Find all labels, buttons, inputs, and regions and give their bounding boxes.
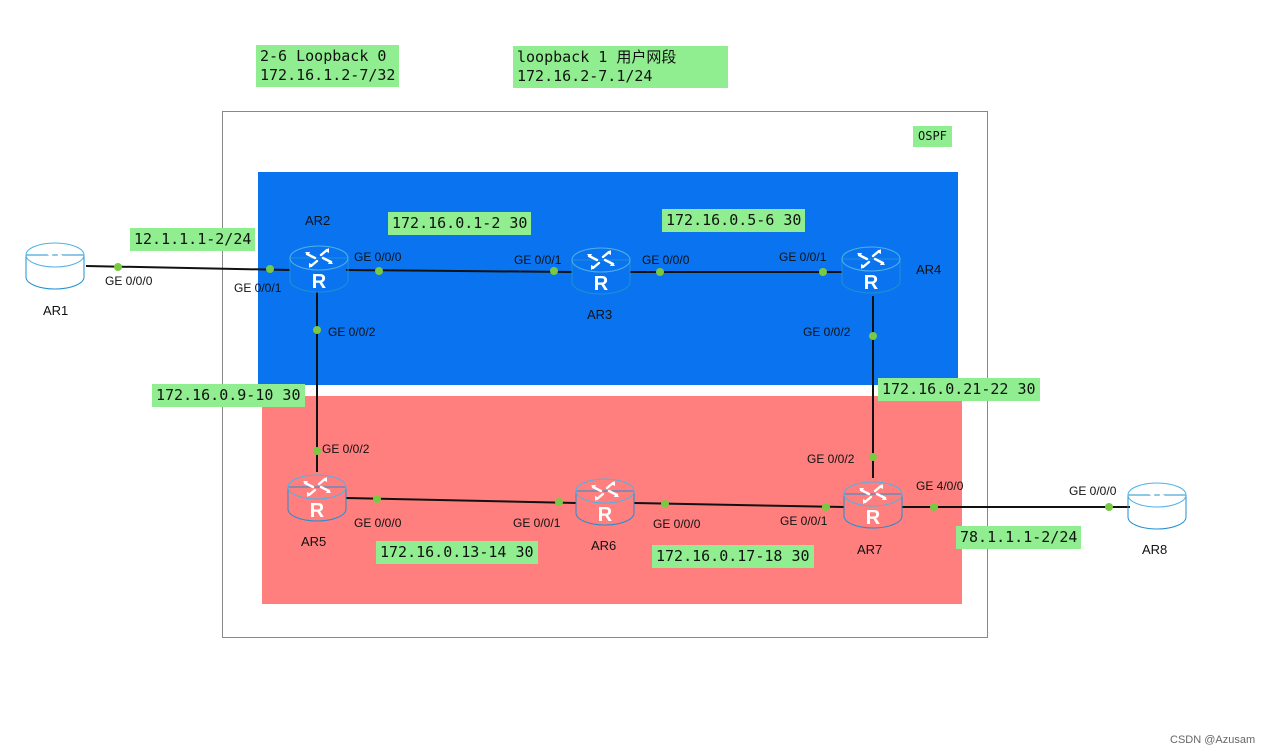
subnet-ar6-ar7: 172.16.0.17-18 30 bbox=[652, 545, 814, 568]
router-ar8-label: AR8 bbox=[1142, 542, 1168, 557]
port-label: GE 0/0/0 bbox=[1069, 484, 1117, 498]
port-label: GE 0/0/2 bbox=[807, 452, 855, 466]
ospf-domain-frame bbox=[222, 111, 988, 638]
port-dot bbox=[266, 265, 274, 273]
subnet-ar3-ar4: 172.16.0.5-6 30 bbox=[662, 209, 806, 232]
port-dot bbox=[930, 503, 938, 511]
router-ar5-icon[interactable]: R bbox=[286, 469, 348, 527]
ospf-label: OSPF bbox=[913, 126, 952, 147]
router-ar8-icon[interactable]: R bbox=[1126, 477, 1188, 535]
port-dot bbox=[555, 498, 563, 506]
svg-text:R: R bbox=[866, 507, 881, 529]
subnet-ar2-ar5: 172.16.0.9-10 30 bbox=[152, 384, 305, 407]
router-ar3-label: AR3 bbox=[587, 307, 613, 322]
router-ar1-label: AR1 bbox=[43, 303, 69, 318]
subnet-ar5-ar6: 172.16.0.13-14 30 bbox=[376, 541, 538, 564]
router-ar6-icon[interactable]: R bbox=[574, 473, 636, 531]
port-label: GE 0/0/2 bbox=[803, 325, 851, 339]
router-ar4-label: AR4 bbox=[916, 262, 942, 277]
port-label: GE 0/0/0 bbox=[653, 517, 701, 531]
svg-text:R: R bbox=[312, 271, 327, 293]
port-dot bbox=[1105, 503, 1113, 511]
port-label: GE 0/0/0 bbox=[642, 253, 690, 267]
router-ar2-label: AR2 bbox=[305, 213, 331, 228]
port-label: GE 0/0/0 bbox=[354, 250, 402, 264]
svg-text:R: R bbox=[594, 273, 609, 295]
router-ar7-icon[interactable]: R bbox=[842, 476, 904, 534]
subnet-ar1-ar2: 12.1.1.1-2/24 bbox=[130, 228, 256, 251]
router-ar3-icon[interactable]: R bbox=[570, 242, 632, 300]
svg-text:R: R bbox=[48, 268, 63, 290]
link-ar6-ar7 bbox=[633, 502, 845, 508]
port-dot bbox=[313, 326, 321, 334]
router-ar2-icon[interactable]: R bbox=[288, 240, 350, 298]
svg-text:R: R bbox=[310, 500, 325, 522]
port-label: GE 4/0/0 bbox=[916, 479, 964, 493]
port-label: GE 0/0/1 bbox=[513, 516, 561, 530]
port-label: GE 0/0/1 bbox=[779, 250, 827, 264]
port-dot bbox=[869, 332, 877, 340]
port-dot bbox=[375, 267, 383, 275]
port-dot bbox=[114, 263, 122, 271]
port-label: GE 0/0/1 bbox=[514, 253, 562, 267]
port-label: GE 0/0/0 bbox=[105, 274, 153, 288]
port-label: GE 0/0/2 bbox=[322, 442, 370, 456]
port-dot bbox=[819, 268, 827, 276]
router-ar1-icon[interactable]: R bbox=[24, 237, 86, 295]
port-dot bbox=[550, 267, 558, 275]
port-dot bbox=[822, 503, 830, 511]
port-dot bbox=[373, 495, 381, 503]
svg-text:R: R bbox=[1150, 508, 1165, 530]
port-dot bbox=[313, 447, 321, 455]
port-dot bbox=[869, 453, 877, 461]
router-ar5-label: AR5 bbox=[301, 534, 327, 549]
watermark: CSDN @Azusam bbox=[1170, 734, 1256, 746]
subnet-ar2-ar3: 172.16.0.1-2 30 bbox=[388, 212, 532, 235]
router-ar4-icon[interactable]: R bbox=[840, 241, 902, 299]
subnet-ar4-ar7: 172.16.0.21-22 30 bbox=[878, 378, 1040, 401]
port-label: GE 0/0/1 bbox=[234, 281, 282, 295]
router-ar6-label: AR6 bbox=[591, 538, 617, 553]
loopback0-note: 2-6 Loopback 0 172.16.1.2-7/32 bbox=[256, 45, 400, 87]
ospf-area-blue bbox=[258, 172, 958, 385]
svg-text:R: R bbox=[598, 504, 613, 526]
router-ar7-label: AR7 bbox=[857, 542, 883, 557]
port-dots bbox=[114, 263, 1113, 511]
port-label: GE 0/0/2 bbox=[328, 325, 376, 339]
port-label: GE 0/0/0 bbox=[354, 516, 402, 530]
port-dot bbox=[656, 268, 664, 276]
subnet-ar7-ar8: 78.1.1.1-2/24 bbox=[956, 526, 1082, 549]
link-ar5-ar6 bbox=[345, 497, 577, 504]
port-dot bbox=[661, 500, 669, 508]
loopback1-note: loopback 1 用户网段 172.16.2-7.1/24 bbox=[513, 46, 728, 88]
svg-text:R: R bbox=[864, 272, 879, 294]
link-ar2-ar3 bbox=[345, 269, 573, 273]
port-label: GE 0/0/1 bbox=[780, 514, 828, 528]
